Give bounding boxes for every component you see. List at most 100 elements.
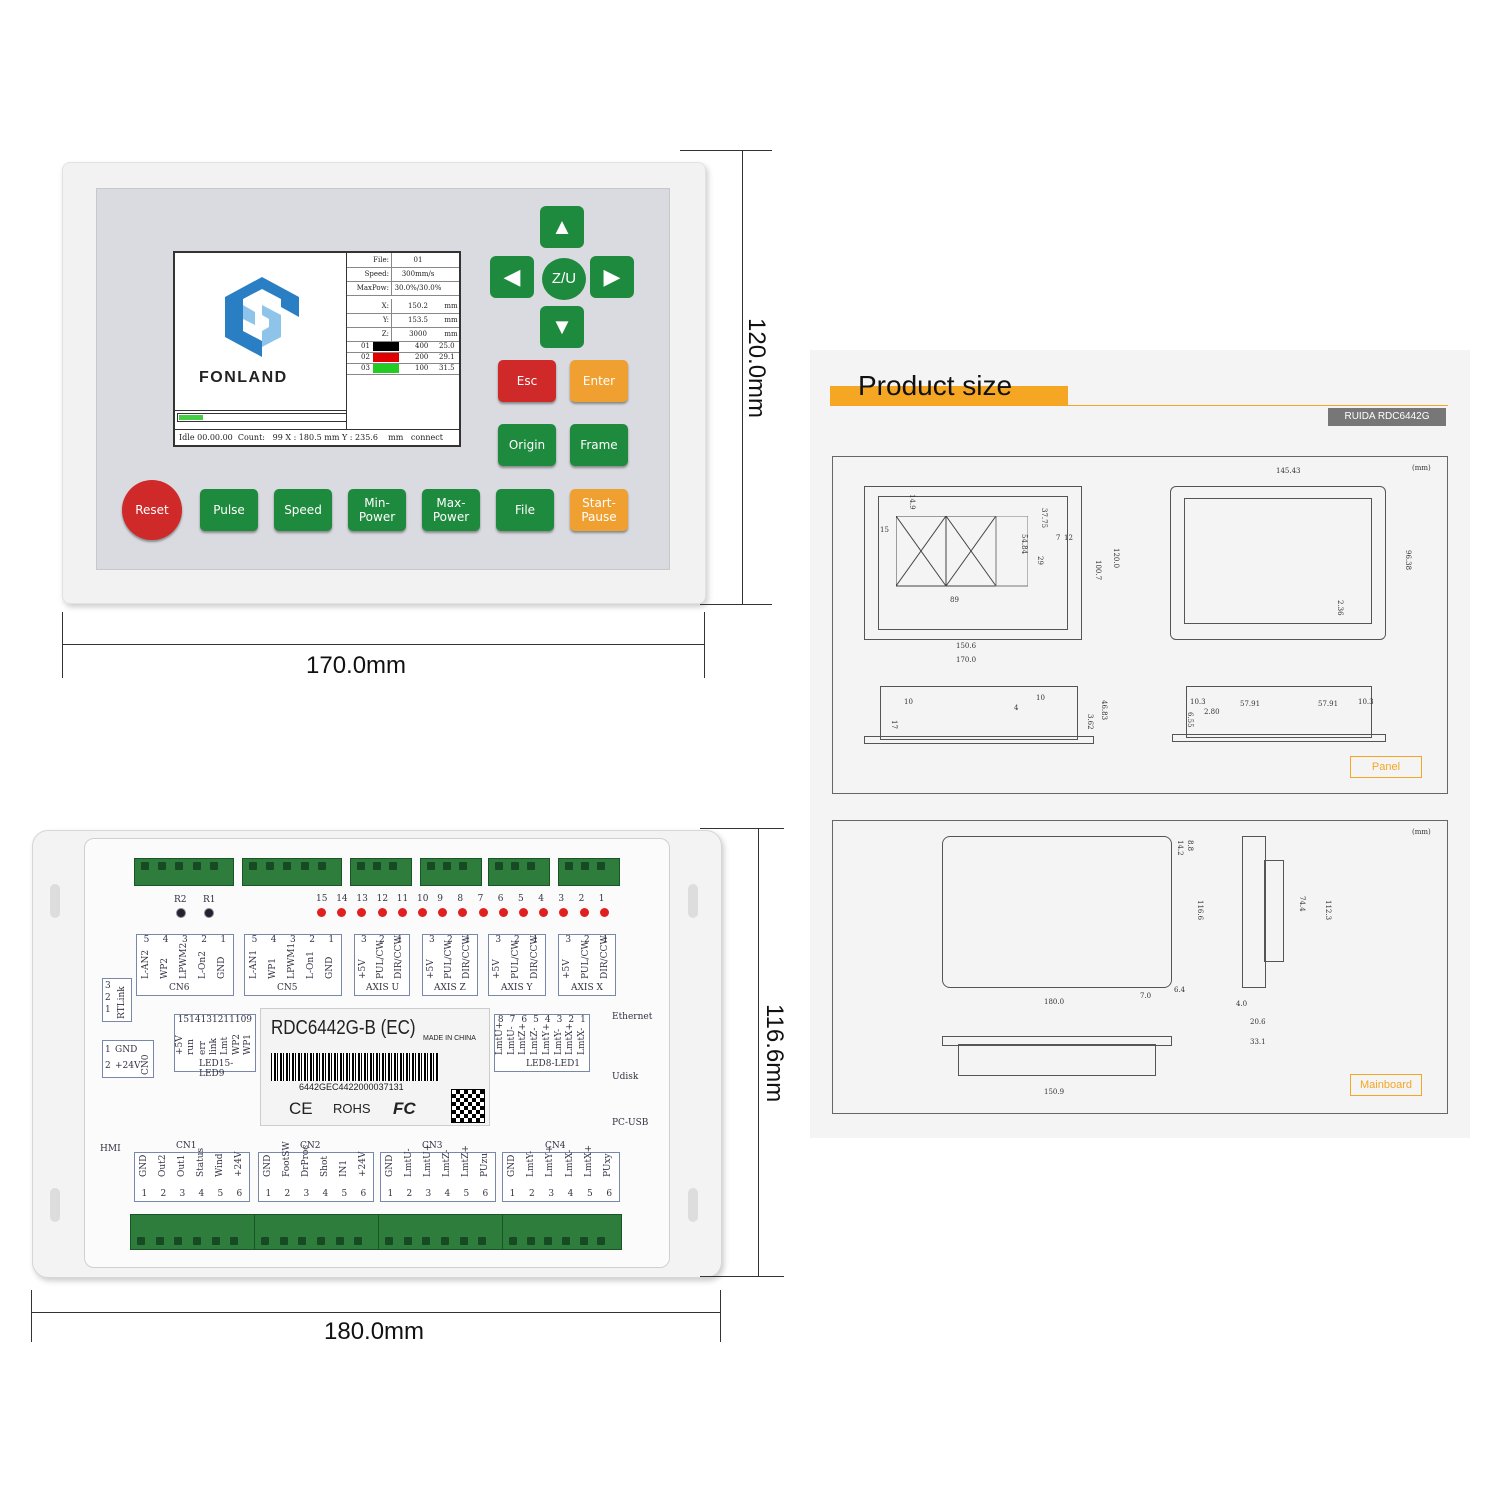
lcd-layer-number: 01 (361, 342, 370, 350)
pin-number: 3 (361, 935, 367, 945)
right-arrow-button[interactable]: ▶ (590, 256, 634, 298)
qr-code (451, 1089, 485, 1123)
left-arrow-button[interactable]: ◀ (490, 256, 534, 298)
pin-number: 5 (587, 1189, 593, 1199)
pin-number: 5 (143, 935, 150, 945)
model-sticker: RDC6442G-B (EC) MADE IN CHINA 6442GEC442… (260, 1008, 490, 1126)
pin-name: WP2 (159, 957, 170, 979)
status-led-number: 8 (457, 894, 464, 904)
pin-number: 6 (521, 1015, 528, 1025)
terminal-screw (317, 862, 326, 870)
terminal-screw (403, 1237, 412, 1245)
status-led (317, 908, 326, 917)
frame-button[interactable]: Frame (570, 424, 628, 466)
pin-number: 4 (198, 1189, 205, 1199)
down-arrow-button[interactable]: ▼ (540, 306, 584, 348)
terminal-screw (526, 1237, 535, 1245)
board-dim: 14.2 (1176, 840, 1184, 856)
rtlink-label: RTLink (117, 986, 127, 1019)
terminal-block-top (488, 858, 550, 886)
pin-number: 1 (220, 935, 227, 945)
connector-name: AXIS U (366, 983, 400, 993)
pin-number: 15 (177, 1015, 190, 1025)
enter-button[interactable]: Enter (570, 360, 628, 402)
status-led (337, 908, 347, 917)
pc-usb-label: PC-USB (612, 1118, 649, 1128)
pin-name: +5V (358, 959, 368, 979)
pin-number: 3 (495, 935, 502, 945)
mainboard-drawing-box (832, 820, 1448, 1114)
panel-dim: 57.91 (1240, 700, 1261, 708)
terminal-screw (193, 1237, 201, 1245)
lcd-param-key: Y: (382, 316, 389, 324)
pin-number: 1 (387, 1189, 394, 1199)
dim-line (758, 828, 759, 1277)
min-power-button[interactable]: Min- Power (348, 489, 406, 531)
esc-button[interactable]: Esc (498, 360, 556, 402)
pin-name: GND (325, 956, 336, 979)
lcd-vertical-divider (346, 253, 347, 429)
panel-dim: 100.7 (1094, 560, 1102, 581)
pin-number: 5 (463, 1189, 470, 1199)
pin-name: GND (384, 1154, 395, 1177)
pin-name: LmtU+ (494, 1021, 505, 1055)
terminal-screw (389, 862, 397, 870)
start-pause-button[interactable]: Start- Pause (570, 489, 628, 531)
connector-name: CN5 (277, 983, 298, 993)
pin-name: PUxy (603, 1153, 614, 1177)
progress-fill (179, 415, 203, 420)
pin-number: 1 (105, 1005, 111, 1015)
file-button[interactable]: File (496, 489, 554, 531)
speed-button[interactable]: Speed (274, 489, 332, 531)
pin-name: LmtX+ (565, 1022, 576, 1055)
board-dim: 4.0 (1236, 1000, 1248, 1008)
status-led-number: 14 (336, 894, 348, 904)
model-badge: RUIDA RDC6442G (1328, 408, 1446, 426)
status-led-number: 2 (578, 894, 585, 904)
terminal-screw (354, 1237, 363, 1245)
pin-number: 3 (429, 935, 435, 945)
origin-button[interactable]: Origin (498, 424, 556, 466)
max-power-button[interactable]: Max- Power (422, 489, 480, 531)
pin-name: IN1 (338, 1159, 349, 1177)
lcd-param-separator (391, 281, 392, 295)
pin-number: 1 (532, 935, 539, 945)
up-arrow-button[interactable]: ▲ (540, 206, 584, 248)
panel-dim: 89 (950, 596, 959, 604)
terminal-screw (357, 862, 365, 870)
board-dim: 180.0 (1044, 998, 1065, 1006)
pulse-button[interactable]: Pulse (200, 489, 258, 531)
fonland-logo-icon (225, 277, 299, 357)
r1-label: R1 (203, 895, 216, 905)
terminal-screw (158, 862, 167, 870)
terminal-block-top (242, 858, 342, 886)
pin-name: LmtU+ (422, 1143, 433, 1177)
reset-button[interactable]: Reset (122, 480, 182, 540)
pin-number: 2 (105, 993, 111, 1003)
connector-name: CN3 (422, 1141, 443, 1151)
dim-line (720, 1290, 721, 1342)
zu-button[interactable]: Z/U (540, 256, 588, 302)
pin-number: 2 (406, 1189, 413, 1199)
lcd-layer-power: 29.1 (439, 353, 455, 361)
brand-name: FONLAND (199, 369, 288, 386)
terminal-block-top (420, 858, 482, 886)
panel-dim: 6.55 (1186, 712, 1194, 728)
pin-number: 8 (497, 1015, 504, 1025)
pin-name: +5V (492, 959, 503, 979)
lcd-param-row: File:01 (347, 253, 459, 268)
terminal-screw (137, 1237, 145, 1245)
terminal-screw (230, 1237, 239, 1245)
lcd-param-unit: mm (444, 302, 458, 310)
panel-dim: 37.75 (1040, 508, 1048, 529)
pin-number: 4 (444, 1189, 451, 1199)
panel-dim: 12 (1064, 534, 1073, 542)
status-led (579, 908, 589, 917)
terminal-screw (562, 1237, 570, 1245)
status-led (498, 908, 508, 917)
fc-mark: FC (393, 1099, 416, 1118)
